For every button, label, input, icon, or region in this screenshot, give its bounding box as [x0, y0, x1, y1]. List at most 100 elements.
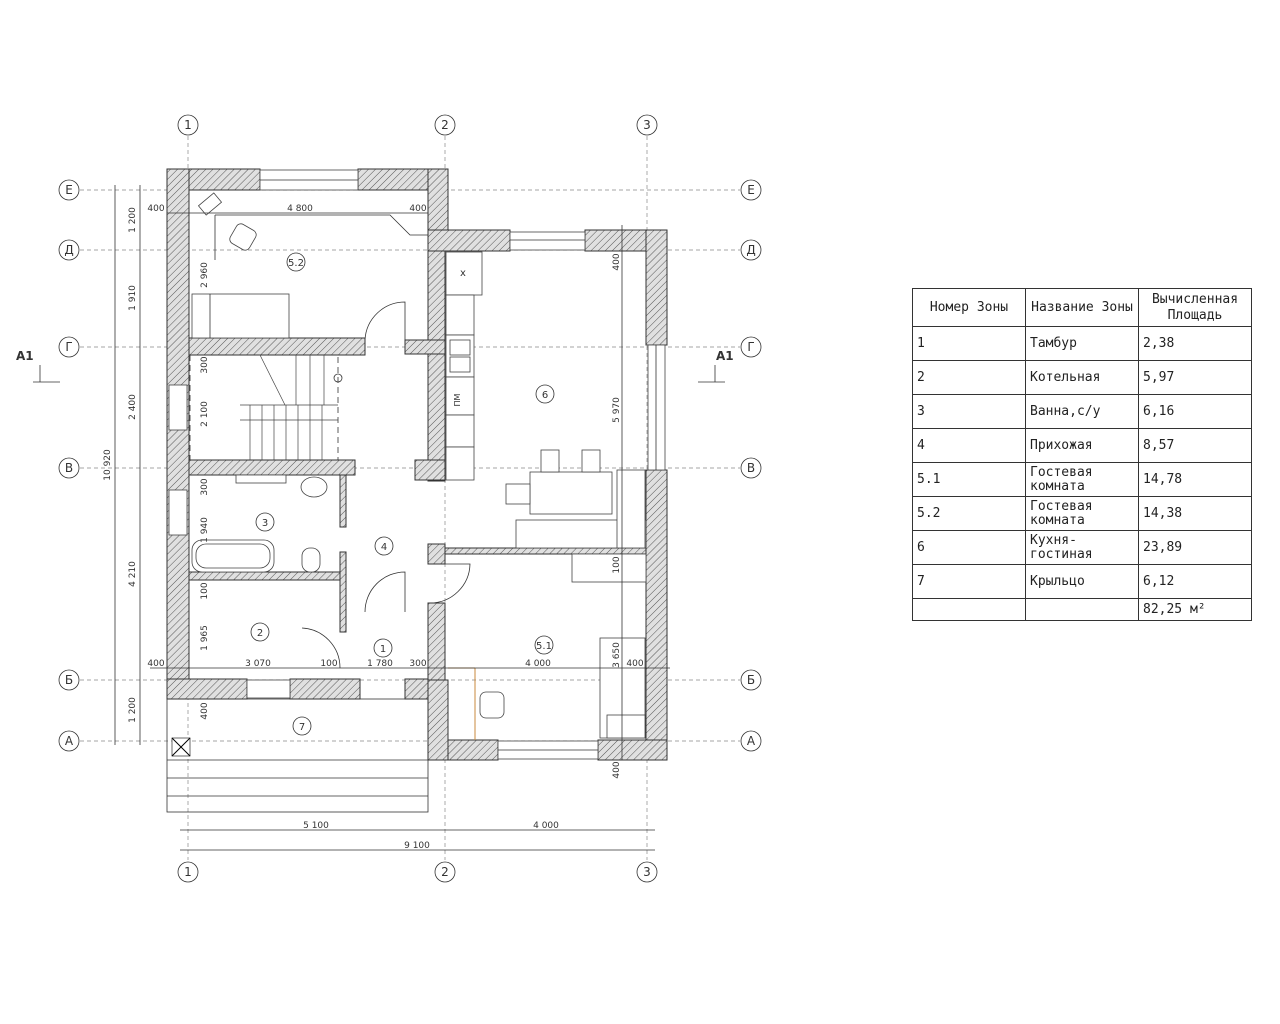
axis-bubble-b-left: Б: [58, 669, 80, 691]
svg-text:5 970: 5 970: [612, 397, 622, 423]
room-labels: 1 2 3 4 5.1 5.2 6 7: [250, 252, 555, 736]
zone-area: 2,38: [1138, 326, 1252, 361]
section-mark-right: А1: [698, 349, 734, 383]
axis-bubble-1-top: 1: [177, 114, 199, 136]
zone-area: 6,16: [1138, 394, 1252, 429]
svg-text:1 965: 1 965: [200, 625, 210, 651]
total-area: 82,25 м²: [1138, 598, 1252, 621]
svg-text:1 200: 1 200: [128, 697, 138, 723]
section-mark-left: А1: [16, 349, 60, 383]
svg-text:3 650: 3 650: [612, 642, 622, 668]
zone-number: 1: [912, 326, 1026, 361]
zone-number: 5.2: [912, 496, 1026, 531]
windows: [168, 169, 666, 760]
axis-bubble-2-top: 2: [434, 114, 456, 136]
svg-text:3: 3: [643, 865, 651, 879]
zone-area: 5,97: [1138, 360, 1252, 395]
axis-bubble-1-bottom: 1: [177, 861, 199, 883]
svg-text:А1: А1: [16, 349, 34, 363]
svg-text:100: 100: [200, 582, 210, 599]
furniture: x ПМ: [191, 192, 647, 740]
svg-text:6: 6: [542, 390, 548, 401]
header-zone-area: Вычисленная Площадь: [1138, 288, 1252, 327]
svg-text:400: 400: [612, 253, 622, 270]
table-row: 4 Прихожая 8,57: [912, 428, 1252, 463]
room-1-label: 1: [373, 638, 393, 658]
svg-text:Е: Е: [747, 183, 755, 197]
svg-text:300: 300: [200, 478, 210, 495]
svg-text:1: 1: [380, 644, 386, 655]
room-6-label: 6: [535, 384, 555, 404]
svg-text:3 070: 3 070: [245, 659, 271, 669]
svg-text:В: В: [747, 461, 755, 475]
svg-text:300: 300: [200, 356, 210, 373]
room-2-label: 2: [250, 622, 270, 642]
svg-text:100: 100: [320, 659, 337, 669]
axis-bubble-v-left: В: [58, 457, 80, 479]
room-4-label: 4: [374, 536, 394, 556]
axis-bubble-3-bottom: 3: [636, 861, 658, 883]
axis-bubble-v-right: В: [740, 457, 762, 479]
svg-text:В: В: [65, 461, 73, 475]
svg-text:А: А: [65, 734, 74, 748]
svg-text:Д: Д: [746, 243, 755, 257]
zone-table-header: Номер Зоны Название Зоны Вычисленная Пло…: [912, 288, 1252, 327]
zone-area: 14,78: [1138, 462, 1252, 497]
svg-text:1 200: 1 200: [128, 207, 138, 233]
svg-text:1 910: 1 910: [128, 285, 138, 311]
zone-name: Котельная: [1025, 360, 1139, 395]
zone-name: Гостевая комната: [1025, 462, 1139, 497]
svg-text:Б: Б: [747, 673, 755, 687]
svg-text:7: 7: [299, 722, 305, 733]
axis-bubble-3-top: 3: [636, 114, 658, 136]
svg-text:5.2: 5.2: [288, 258, 304, 269]
svg-text:3: 3: [262, 518, 268, 529]
doors: [301, 301, 471, 669]
svg-text:2 400: 2 400: [128, 394, 138, 420]
svg-text:4 000: 4 000: [525, 659, 551, 669]
zone-name: Тамбур: [1025, 326, 1139, 361]
room-52-label: 5.2: [286, 252, 306, 272]
svg-text:1: 1: [184, 865, 192, 879]
svg-text:4 210: 4 210: [128, 561, 138, 587]
axis-bubble-a-right: А: [740, 730, 762, 752]
zone-name: Ванна,с/у: [1025, 394, 1139, 429]
svg-text:Е: Е: [65, 183, 73, 197]
room-51-label: 5.1: [534, 635, 554, 655]
svg-text:2 960: 2 960: [200, 262, 210, 288]
svg-text:9 100: 9 100: [404, 841, 430, 851]
room-3-label: 3: [255, 512, 275, 532]
svg-text:400: 400: [409, 204, 426, 214]
svg-text:5 100: 5 100: [303, 821, 329, 831]
zone-area: 8,57: [1138, 428, 1252, 463]
zone-number: 4: [912, 428, 1026, 463]
room-7-label: 7: [292, 716, 312, 736]
svg-text:10 920: 10 920: [103, 449, 113, 481]
svg-text:4: 4: [381, 542, 387, 553]
svg-text:400: 400: [147, 659, 164, 669]
header-zone-name: Название Зоны: [1025, 288, 1139, 327]
table-total-row: 82,25 м²: [912, 598, 1252, 621]
table-row: 5.1 Гостевая комната 14,78: [912, 462, 1252, 497]
zone-name: Прихожая: [1025, 428, 1139, 463]
zone-number: 7: [912, 564, 1026, 599]
svg-text:4 000: 4 000: [533, 821, 559, 831]
zone-number: 5.1: [912, 462, 1026, 497]
axis-bubble-g-right: Г: [740, 336, 762, 358]
table-row: 1 Тамбур 2,38: [912, 326, 1252, 361]
walls: [166, 168, 668, 761]
svg-text:1 940: 1 940: [200, 517, 210, 543]
zone-name: Гостевая комната: [1025, 496, 1139, 531]
table-row: 2 Котельная 5,97: [912, 360, 1252, 395]
svg-text:1 780: 1 780: [367, 659, 393, 669]
dimension-lines: 400 4 800 400 1 200 1 910 2 400 4 210 1 …: [103, 185, 670, 851]
table-row: 7 Крыльцо 6,12: [912, 564, 1252, 599]
svg-text:300: 300: [409, 659, 426, 669]
porch: [166, 698, 429, 813]
axis-bubble-a-left: А: [58, 730, 80, 752]
zone-name: Крыльцо: [1025, 564, 1139, 599]
axis-bubble-g-left: Г: [58, 336, 80, 358]
svg-text:400: 400: [200, 702, 210, 719]
svg-text:1: 1: [184, 118, 192, 132]
axis-bubble-2-bottom: 2: [434, 861, 456, 883]
